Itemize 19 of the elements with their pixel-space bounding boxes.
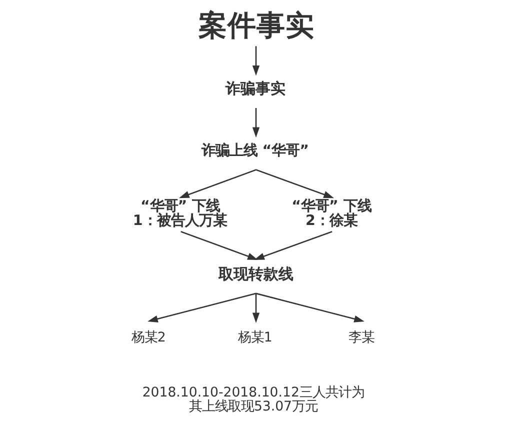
node-text: 杨某2	[131, 330, 166, 346]
node-text: 杨某1	[238, 330, 272, 346]
arrow	[252, 108, 260, 138]
arrow	[252, 293, 260, 324]
node-text: 诈骗上线 “华哥”	[201, 143, 310, 160]
arrow	[252, 46, 260, 76]
arrow	[256, 292, 364, 322]
label: 2018.10.10-2018.10.12三人共计为其上线取现53.07万元	[142, 385, 364, 415]
arrow	[148, 292, 256, 322]
arrow	[178, 169, 256, 198]
arrow	[180, 231, 258, 260]
arrow	[254, 231, 332, 260]
node-text: 案件事实	[198, 9, 314, 42]
node-text: “华哥” 下线 2：徐某	[292, 198, 372, 229]
arrow	[256, 169, 334, 198]
node-text: “华哥” 下线 1：被告人万某	[132, 198, 227, 229]
node-text: 李某	[348, 330, 375, 346]
node-text: 诈骗事实	[226, 80, 286, 98]
node-text: 取现转款线	[218, 264, 294, 283]
